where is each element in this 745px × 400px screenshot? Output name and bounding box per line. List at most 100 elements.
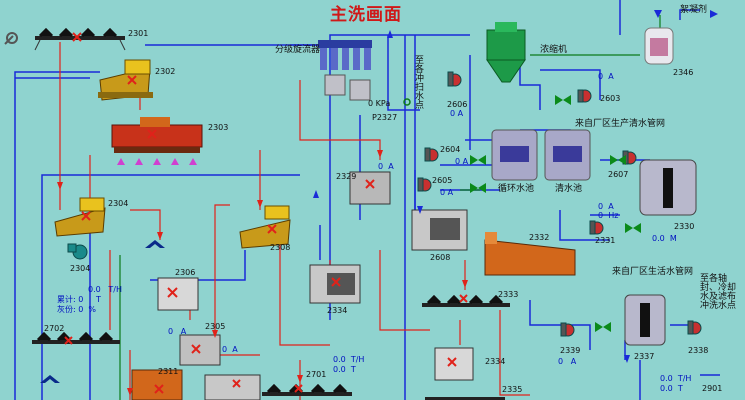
crusher-2305[interactable] bbox=[179, 334, 221, 366]
life-water-label: 来自厂区生活水管网 bbox=[612, 267, 694, 277]
screen-2304[interactable] bbox=[54, 197, 106, 237]
flush-water-label: 至各冲扫水点 bbox=[413, 55, 423, 109]
readout-2604-value: 0 bbox=[455, 157, 461, 166]
tag-2605: 2605 bbox=[432, 176, 453, 185]
feeder-2311[interactable] bbox=[131, 369, 183, 400]
tag-2338: 2338 bbox=[688, 346, 709, 355]
readout-2304-flow: 0.0 bbox=[88, 285, 101, 294]
tank-2330[interactable] bbox=[639, 159, 697, 216]
conveyor-2335[interactable] bbox=[425, 397, 505, 400]
filter-press-2608[interactable] bbox=[411, 209, 468, 251]
valves bbox=[470, 95, 641, 332]
pressure-indicator bbox=[403, 98, 411, 106]
classifier-2332[interactable] bbox=[484, 232, 576, 276]
crusher-2306[interactable] bbox=[157, 277, 199, 311]
tank-2337[interactable] bbox=[624, 294, 666, 346]
factory-water-label: 来自厂区生产清水管网 bbox=[575, 119, 666, 129]
crusher-2329[interactable] bbox=[349, 171, 391, 205]
conveyor-2333[interactable] bbox=[422, 294, 510, 307]
readout-2329-unit: A bbox=[388, 162, 394, 171]
readout-2305-value: 0 bbox=[222, 345, 228, 354]
tag-2311: 2311 bbox=[158, 367, 179, 376]
readout-2339-unit: A bbox=[570, 357, 577, 366]
page-title: 主洗画面 bbox=[330, 5, 402, 25]
to-points-label: 至各轴封、冷却水及滤布冲洗水点 bbox=[700, 274, 737, 311]
tool-icon[interactable] bbox=[4, 32, 18, 45]
tag-2333: 2333 bbox=[498, 290, 519, 299]
circulation-pool[interactable] bbox=[491, 129, 538, 181]
thickener[interactable] bbox=[486, 22, 526, 83]
readout-2330-unit: M bbox=[669, 234, 677, 243]
readout-2329-value: 0 bbox=[378, 162, 384, 171]
readout-2701-total-unit: T bbox=[350, 365, 356, 374]
pump-2604[interactable] bbox=[424, 147, 439, 162]
classifying-cyclone[interactable] bbox=[318, 40, 372, 101]
tag-2339: 2339 bbox=[560, 346, 581, 355]
screen-2302[interactable] bbox=[98, 59, 153, 101]
pump-2338[interactable] bbox=[687, 320, 702, 335]
readout-2330-value: 0.0 bbox=[652, 234, 665, 243]
tag-2329: 2329 bbox=[336, 172, 357, 181]
readout-2304-flow-unit: T/H bbox=[108, 285, 122, 294]
tag-2304: 2304 bbox=[108, 199, 129, 208]
pump-2304[interactable] bbox=[67, 243, 88, 260]
tag-2603: 2603 bbox=[600, 94, 621, 103]
flocculant-label: 絮凝剂 bbox=[680, 5, 708, 15]
tag-2701: 2701 bbox=[306, 370, 327, 379]
pump-2331[interactable] bbox=[589, 220, 604, 235]
readout-2901-flow: 0.0 bbox=[660, 374, 673, 383]
tag-2604: 2604 bbox=[440, 145, 461, 154]
readout-2306-unit: A bbox=[180, 327, 187, 336]
tag-2306: 2306 bbox=[175, 268, 196, 277]
readout-2304-ash-unit: % bbox=[88, 305, 97, 314]
readout-2339-value: 0 bbox=[558, 357, 564, 366]
tag-2301: 2301 bbox=[128, 29, 149, 38]
clear-pool-label: 清水池 bbox=[555, 184, 583, 194]
filter-press-2311[interactable] bbox=[204, 374, 261, 400]
pump-2603[interactable] bbox=[577, 89, 592, 103]
tag-2331: 2331 bbox=[595, 236, 616, 245]
conveyor-2701[interactable] bbox=[262, 383, 352, 396]
sorter-icon-left[interactable] bbox=[145, 240, 165, 248]
readout-2701-total: 0.0 bbox=[333, 365, 346, 374]
sorter-icon-bottom[interactable] bbox=[40, 375, 60, 383]
screen-2308[interactable] bbox=[239, 205, 291, 249]
cyclone-label: 分级旋流器 bbox=[275, 45, 321, 55]
tag-2304b: 2304 bbox=[70, 264, 91, 273]
pressure-readout: 0 KPa bbox=[368, 99, 391, 108]
conveyor-2301[interactable] bbox=[34, 27, 126, 51]
tag-2344: 2334 bbox=[327, 306, 348, 315]
tag-2702: 2702 bbox=[44, 324, 65, 333]
circ-pool-label: 循环水池 bbox=[498, 184, 535, 194]
tag-2346: 2346 bbox=[673, 68, 694, 77]
readout-2331-value: 0 bbox=[598, 202, 604, 211]
readout-2605-unit: A bbox=[447, 188, 454, 197]
readout-2603-unit: A bbox=[608, 72, 614, 81]
tag-2335: 2335 bbox=[502, 385, 523, 394]
pump-2339[interactable] bbox=[560, 322, 575, 337]
clear-water-pool[interactable] bbox=[544, 129, 591, 181]
flocculant-tank-2346[interactable] bbox=[644, 27, 674, 65]
readout-2306-value: 0 bbox=[168, 327, 174, 336]
conveyor-2702[interactable] bbox=[32, 331, 120, 344]
readout-2603-value: 0 bbox=[598, 72, 604, 81]
crusher-2334[interactable] bbox=[434, 347, 474, 381]
readout-2331-freq: 0 bbox=[598, 211, 604, 220]
tag-2302: 2302 bbox=[155, 67, 176, 76]
flow-arrows bbox=[313, 10, 718, 363]
tag-p2327: P2327 bbox=[372, 113, 398, 122]
tag-2308: 2308 bbox=[270, 243, 291, 252]
slurry-pipes bbox=[59, 42, 561, 400]
tag-2332: 2332 bbox=[529, 233, 550, 242]
jig-2303[interactable] bbox=[111, 117, 203, 165]
tag-2305: 2305 bbox=[205, 322, 226, 331]
readout-2901-flow-unit: T/H bbox=[677, 374, 692, 383]
tag-2334: 2334 bbox=[485, 357, 506, 366]
readout-2304-total-unit: T bbox=[96, 295, 101, 304]
readout-2901-total: 0.0 bbox=[660, 384, 673, 393]
readout-2606-unit: A bbox=[457, 109, 464, 118]
pump-2605[interactable] bbox=[417, 177, 432, 192]
pump-2606[interactable] bbox=[447, 71, 462, 87]
stopped-indicators bbox=[64, 32, 468, 394]
slurry-arrows bbox=[57, 150, 468, 396]
